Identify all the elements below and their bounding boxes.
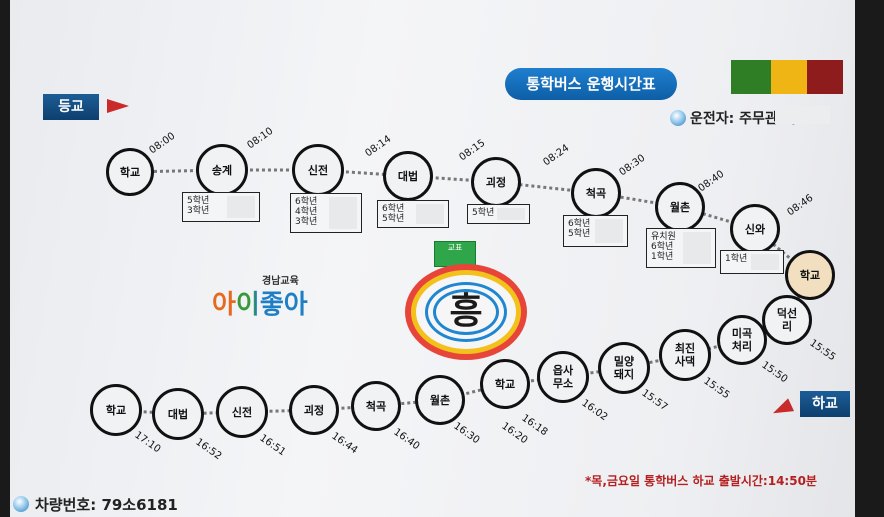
grade-item: 6학년 (568, 219, 591, 229)
stop-circle[interactable]: 괴정 (289, 385, 339, 435)
grade-item: 5학년 (568, 229, 591, 239)
vehicle-info: 차량번호: 79소6181 (35, 494, 178, 515)
stop-circle[interactable]: 월촌 (415, 375, 465, 425)
stop-circle[interactable]: 미곡 처리 (717, 315, 767, 365)
grade-box: 5학년 (467, 204, 530, 224)
grade-item: 3학년 (295, 217, 318, 227)
from-school-tag: 하교 (800, 391, 850, 417)
grade-item: 3학년 (187, 206, 210, 216)
stop-circle[interactable]: 학교 (785, 250, 835, 300)
stop-circle[interactable]: 송계 (196, 144, 248, 196)
stop-circle[interactable]: 밀양 돼지 (598, 342, 650, 394)
stop-circle[interactable]: 신전 (216, 386, 268, 438)
redaction-mask (329, 197, 357, 229)
grade-item: 5학년 (382, 214, 405, 224)
grade-item: 6학년 (295, 197, 318, 207)
grade-item: 6학년 (651, 242, 674, 252)
to-school-tag: 등교 (43, 94, 99, 120)
emblem-glyph: 흥 (449, 291, 483, 332)
grade-item: 1학년 (725, 254, 748, 264)
grade-item: 1학년 (651, 252, 674, 262)
redaction-mask (595, 219, 623, 243)
redaction-mask (416, 204, 444, 224)
redaction-mask (497, 208, 525, 220)
stop-circle[interactable]: 대법 (383, 151, 433, 201)
logo-text: 아이좋아 (212, 290, 308, 320)
stop-circle[interactable]: 괴정 (471, 157, 521, 207)
stop-circle[interactable]: 덕선 리 (762, 295, 812, 345)
stop-circle[interactable]: 학교 (90, 384, 142, 436)
bullet-icon (13, 496, 29, 512)
grade-item: 5학년 (472, 208, 495, 218)
stop-circle[interactable]: 척곡 (571, 168, 621, 218)
stop-circle[interactable]: 학교 (480, 359, 530, 409)
logo: 아이좋아 (212, 284, 308, 321)
stop-circle[interactable]: 학교 (106, 148, 154, 196)
arrow-right-icon (107, 99, 129, 113)
stop-circle[interactable]: 대법 (152, 388, 204, 440)
vehicle-value: 79소6181 (101, 496, 178, 514)
redaction-mask (227, 196, 255, 218)
page-title: 통학버스 운행시간표 (505, 68, 677, 100)
grade-item: 4학년 (295, 207, 318, 217)
grade-item: 5학년 (187, 196, 210, 206)
flag-stripe-yellow (771, 60, 811, 94)
school-emblem: 흥 (405, 264, 527, 360)
logo-subtitle: 경남교육 (262, 276, 299, 287)
stop-circle[interactable]: 읍사 무소 (537, 351, 589, 403)
departure-note: *목,금요일 통학버스 하교 출발시간:14:50분 (585, 474, 817, 488)
stop-circle[interactable]: 신전 (292, 144, 344, 196)
redaction-mask (683, 232, 711, 264)
grade-item: 유치원 (651, 232, 676, 242)
stop-circle[interactable]: 척곡 (351, 381, 401, 431)
flag-stripe-green (731, 60, 771, 94)
grade-item: 6학년 (382, 204, 405, 214)
stop-circle[interactable]: 신와 (730, 204, 780, 254)
flag-stripe-red (807, 60, 843, 94)
bullet-icon (670, 110, 686, 126)
redaction-mask (775, 106, 830, 124)
driver-label: 운전자: (690, 111, 735, 127)
stop-circle[interactable]: 월촌 (655, 182, 705, 232)
redaction-mask (751, 254, 779, 270)
stop-circle[interactable]: 최진 사댁 (659, 329, 711, 381)
vehicle-label: 차량번호: (35, 496, 97, 514)
grade-box: 1학년 (720, 250, 784, 274)
